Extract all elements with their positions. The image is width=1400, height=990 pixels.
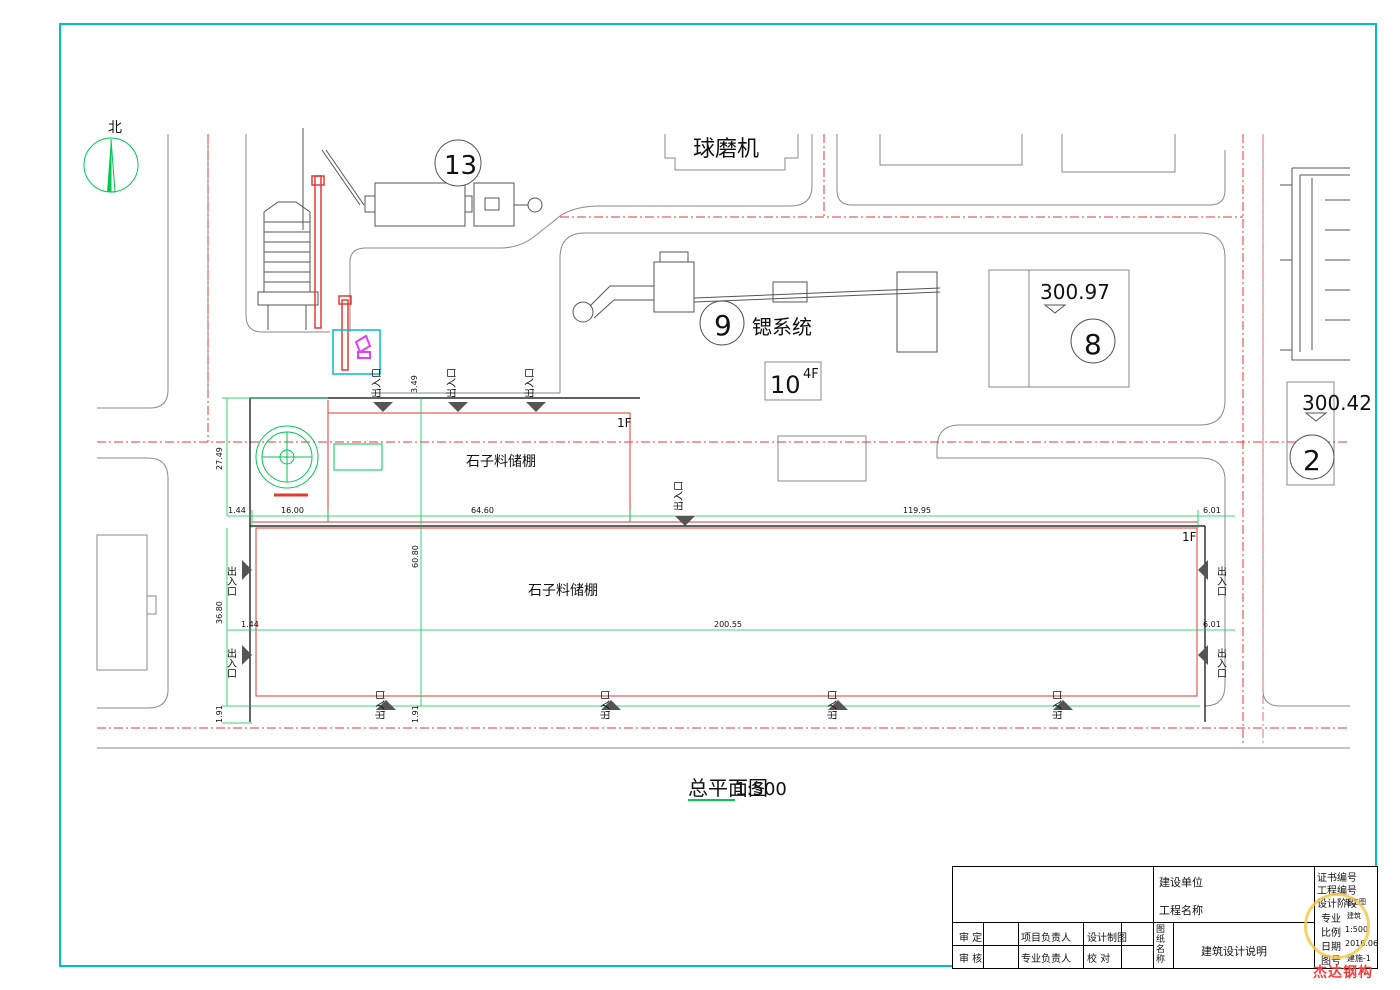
dim-3-49: 3.49 bbox=[410, 375, 419, 393]
strontium-system-label: 锶系统 bbox=[752, 315, 812, 339]
entrance-label-top-2: 出入口 bbox=[445, 368, 458, 398]
entrance-markers bbox=[242, 402, 1208, 710]
upper-shed-floor: 1F bbox=[617, 416, 632, 430]
shed-outline-black bbox=[249, 397, 1206, 722]
entrance-label-right-1: 出入口 bbox=[1215, 565, 1227, 596]
drawing-no-value: 建施-1 bbox=[1347, 954, 1371, 963]
audit-label: 审 核 bbox=[959, 954, 983, 965]
entrance-label-top-1: 出入口 bbox=[370, 368, 383, 398]
building-10-number: 10 bbox=[770, 371, 801, 399]
north-label: 北 bbox=[108, 120, 122, 136]
road-network bbox=[96, 134, 1350, 749]
dim-1-44-mid: 1.44 bbox=[241, 620, 259, 629]
elevation-marker-1 bbox=[1043, 304, 1067, 314]
drawing-no-label: 图号 bbox=[1321, 956, 1341, 967]
dim-1-91-left: 1.91 bbox=[215, 705, 224, 723]
project-lead-label: 项目负责人 bbox=[1021, 933, 1071, 944]
entrance-label-right-2: 出入口 bbox=[1215, 647, 1227, 678]
elevation-300-97: 300.97 bbox=[1040, 280, 1110, 304]
building-9-marker bbox=[699, 300, 745, 346]
entrance-label-bottom-1: 出入口 bbox=[374, 690, 387, 720]
elevation-marker-2 bbox=[1304, 412, 1328, 422]
design-draw-label: 设计制图 bbox=[1087, 933, 1127, 944]
discipline-lead-label: 专业负责人 bbox=[1021, 954, 1071, 965]
thickener-tank bbox=[255, 425, 383, 489]
strontium-conveyor bbox=[572, 251, 941, 353]
upper-shed-label: 石子料储棚 bbox=[466, 454, 536, 470]
dim-6-01-top: 6.01 bbox=[1203, 506, 1221, 515]
dim-16-00: 16.00 bbox=[281, 506, 304, 515]
dimension-lines bbox=[222, 397, 1235, 724]
building-2-marker bbox=[1289, 434, 1335, 480]
silo-group bbox=[257, 128, 365, 330]
ball-mill-label: 球磨机 bbox=[693, 137, 759, 162]
building-2-number: 2 bbox=[1303, 444, 1321, 477]
dim-119-95: 119.95 bbox=[903, 506, 931, 515]
dim-200-55: 200.55 bbox=[714, 620, 742, 629]
dim-27-49: 27.49 bbox=[215, 447, 224, 470]
certificate-no-label: 证书编号 bbox=[1317, 873, 1357, 884]
watermark-logo bbox=[1304, 893, 1370, 959]
building-13-marker bbox=[434, 139, 482, 187]
feeder-detail bbox=[354, 334, 372, 359]
bucket-elevator bbox=[311, 175, 352, 371]
building-8-number: 8 bbox=[1084, 328, 1102, 361]
drawing-frame bbox=[59, 23, 1377, 967]
project-name-label: 工程名称 bbox=[1159, 904, 1203, 917]
dim-1-91-mid: 1.91 bbox=[411, 705, 420, 723]
drawing-name-value: 建筑设计说明 bbox=[1201, 945, 1267, 958]
north-arrow bbox=[83, 137, 139, 193]
building-13-number: 13 bbox=[444, 151, 477, 181]
lower-shed-label: 石子料储棚 bbox=[528, 583, 598, 599]
drawing-title: 总平面图 bbox=[688, 776, 768, 800]
entrance-label-left-2: 出入口 bbox=[225, 647, 237, 678]
building-13-equipment bbox=[364, 182, 543, 227]
lower-shed bbox=[252, 521, 1198, 697]
project-no-label: 工程编号 bbox=[1317, 886, 1357, 897]
lower-shed-floor: 1F bbox=[1182, 530, 1197, 544]
building-9-number: 9 bbox=[714, 309, 732, 342]
entrance-label-left-1: 出入口 bbox=[225, 565, 237, 596]
entrance-label-top-3: 出入口 bbox=[523, 368, 536, 398]
check-label: 校 对 bbox=[1087, 954, 1111, 965]
floor-4f-label: 4F bbox=[803, 367, 819, 382]
dim-6-01-mid: 6.01 bbox=[1203, 620, 1221, 629]
dim-36-80: 36.80 bbox=[215, 601, 224, 624]
right-building-detail bbox=[1280, 167, 1350, 361]
entrance-label-bottom-2: 出入口 bbox=[599, 690, 612, 720]
elevation-300-42: 300.42 bbox=[1302, 391, 1372, 415]
dim-64-60: 64.60 bbox=[471, 506, 494, 515]
entrance-label-mid: 出入口 bbox=[672, 481, 685, 511]
building-8-marker bbox=[1070, 318, 1116, 364]
entrance-label-bottom-4: 出入口 bbox=[1051, 690, 1064, 720]
entrance-label-bottom-3: 出入口 bbox=[826, 690, 839, 720]
review-label: 审 定 bbox=[959, 933, 983, 944]
title-block: 审 定 审 核 项目负责人 专业负责人 设计制图 校 对 建设单位 工程名称 图… bbox=[952, 866, 1378, 969]
dim-60-80: 60.80 bbox=[411, 545, 420, 568]
drawing-title-scale: 1:500 bbox=[735, 779, 787, 800]
watermark-text: 杰达钢构 bbox=[1313, 965, 1373, 981]
feeder-box bbox=[332, 329, 381, 375]
site-boundary-lines bbox=[97, 134, 1350, 746]
construction-unit-label: 建设单位 bbox=[1159, 876, 1203, 889]
drawing-name-label: 图纸名称 bbox=[1156, 925, 1166, 965]
dim-1-44-top: 1.44 bbox=[228, 506, 246, 515]
